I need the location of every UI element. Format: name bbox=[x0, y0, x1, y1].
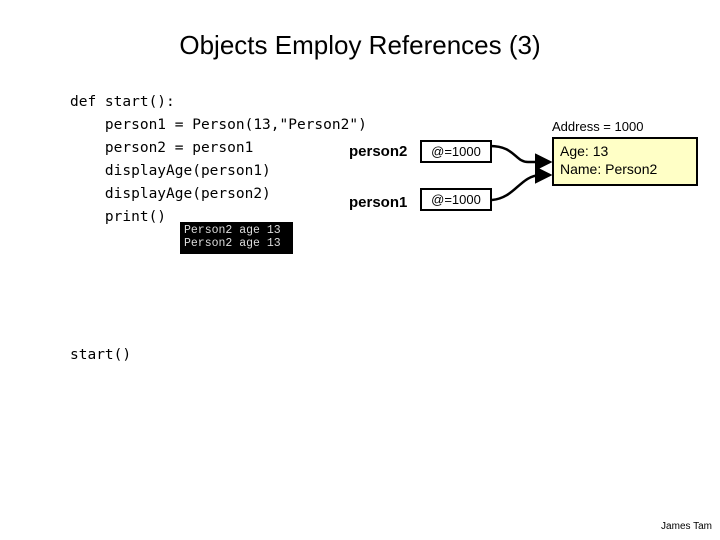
person2-reference-box: @=1000 bbox=[420, 140, 492, 163]
object-age: Age: 13 bbox=[560, 143, 609, 159]
person2-arrow bbox=[489, 144, 553, 171]
person-object-box: Age: 13 Name: Person2 bbox=[552, 137, 698, 186]
person2-label: person2 bbox=[349, 143, 408, 160]
code-line: print() bbox=[70, 209, 167, 225]
object-name: Name: Person2 bbox=[560, 161, 658, 177]
person1-label: person1 bbox=[349, 194, 408, 211]
slide-title: Objects Employ References (3) bbox=[179, 30, 541, 60]
code-line: displayAge(person1) bbox=[70, 163, 271, 179]
code-line: person2 = person1 bbox=[70, 140, 254, 156]
code-line: def start(): bbox=[70, 94, 175, 110]
person1-arrow bbox=[491, 166, 553, 202]
address-label: Address = 1000 bbox=[552, 119, 644, 134]
code-call: start() bbox=[70, 347, 132, 363]
code-line: person1 = Person(13,"Person2") bbox=[70, 117, 367, 133]
code-line: displayAge(person2) bbox=[70, 186, 271, 202]
console-line: Person2 age 13 bbox=[184, 224, 281, 237]
console-line: Person2 age 13 bbox=[184, 237, 281, 250]
author-credit: James Tam bbox=[661, 521, 712, 532]
person1-reference-box: @=1000 bbox=[420, 188, 492, 211]
